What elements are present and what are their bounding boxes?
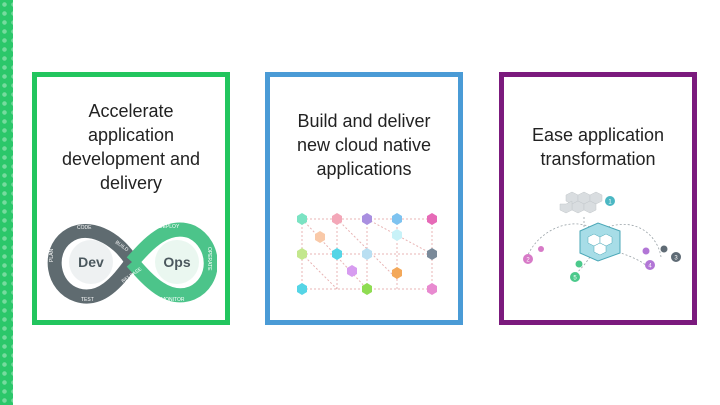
service-node bbox=[297, 213, 307, 225]
microservices-grid-diagram bbox=[297, 213, 437, 295]
node-1: 1 bbox=[605, 196, 615, 206]
svg-text:4: 4 bbox=[648, 264, 652, 270]
service-nodes bbox=[297, 213, 437, 295]
card-devops: Accelerate application development and d… bbox=[32, 72, 230, 325]
service-node bbox=[392, 267, 402, 279]
service-node bbox=[297, 248, 307, 260]
devops-infinity-diagram: Dev Ops PLAN CODE BUILD TEST RELEASE DEP… bbox=[47, 222, 217, 304]
service-node bbox=[332, 213, 342, 225]
svg-text:5: 5 bbox=[573, 276, 577, 282]
loop-label-plan: PLAN bbox=[49, 249, 55, 262]
decorative-left-strip bbox=[0, 0, 13, 405]
dev-label: Dev bbox=[78, 254, 104, 270]
loop-label-operate: OPERATE bbox=[206, 247, 212, 271]
source-cluster bbox=[559, 191, 603, 214]
service-node bbox=[362, 283, 372, 295]
service-node bbox=[297, 283, 307, 295]
svg-text:1: 1 bbox=[608, 200, 612, 206]
loop-label-code: CODE bbox=[77, 225, 92, 231]
ops-label: Ops bbox=[163, 254, 190, 270]
service-node bbox=[332, 248, 342, 260]
node-5: 5 bbox=[570, 260, 583, 282]
card-transformation: Ease application transformation bbox=[499, 72, 697, 325]
service-node bbox=[427, 213, 437, 225]
loop-label-monitor: MONITOR bbox=[161, 297, 185, 303]
service-node bbox=[427, 248, 437, 260]
svg-text:2: 2 bbox=[526, 258, 530, 264]
service-node bbox=[362, 213, 372, 225]
node-4: 4 bbox=[642, 247, 655, 270]
node-2: 2 bbox=[523, 246, 544, 264]
service-node bbox=[392, 229, 402, 241]
loop-label-deploy: DEPLOY bbox=[159, 224, 180, 230]
card-cloud-native: Build and deliver new cloud native appli… bbox=[265, 72, 463, 325]
card-title-cloud-native: Build and deliver new cloud native appli… bbox=[296, 111, 432, 179]
service-node bbox=[427, 283, 437, 295]
loop-label-test: TEST bbox=[81, 297, 94, 303]
service-node bbox=[347, 265, 357, 277]
service-node bbox=[392, 213, 402, 225]
node-3: 3 bbox=[660, 245, 681, 262]
service-node bbox=[362, 248, 372, 260]
transformation-diagram: 1 2 3 4 5 bbox=[523, 191, 681, 282]
card-title-transformation: Ease application transformation bbox=[531, 125, 665, 169]
transformed-cluster bbox=[579, 222, 621, 262]
svg-text:3: 3 bbox=[674, 256, 678, 262]
card-title-devops: Accelerate application development and d… bbox=[61, 101, 201, 193]
service-node bbox=[315, 231, 325, 243]
